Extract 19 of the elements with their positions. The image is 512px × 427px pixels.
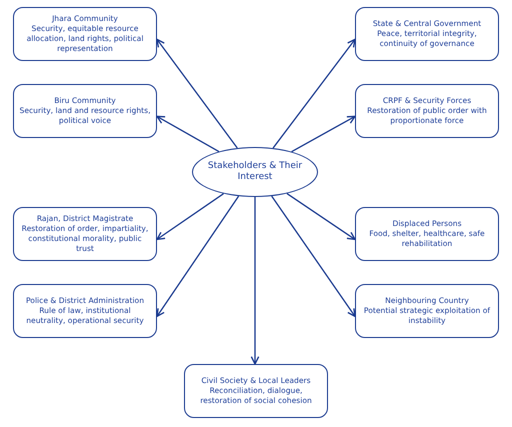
stakeholder-box bbox=[13, 7, 157, 61]
stakeholder-box bbox=[355, 84, 499, 138]
arrow bbox=[272, 38, 356, 148]
stakeholder-box bbox=[13, 84, 157, 138]
arrow bbox=[291, 116, 356, 152]
arrow bbox=[286, 193, 356, 240]
stakeholder-box bbox=[13, 207, 157, 261]
stakeholder-box bbox=[355, 7, 499, 61]
stakeholder-box bbox=[13, 284, 157, 338]
arrow bbox=[156, 196, 240, 318]
arrow bbox=[156, 193, 224, 240]
arrow bbox=[271, 196, 356, 318]
central-title: Stakeholders & Their Interest bbox=[206, 160, 304, 184]
arrow bbox=[156, 116, 220, 152]
stakeholder-box bbox=[355, 207, 499, 261]
arrow bbox=[250, 197, 260, 365]
stakeholder-box bbox=[184, 364, 328, 418]
stakeholder-box bbox=[355, 284, 499, 338]
arrow bbox=[156, 38, 238, 148]
